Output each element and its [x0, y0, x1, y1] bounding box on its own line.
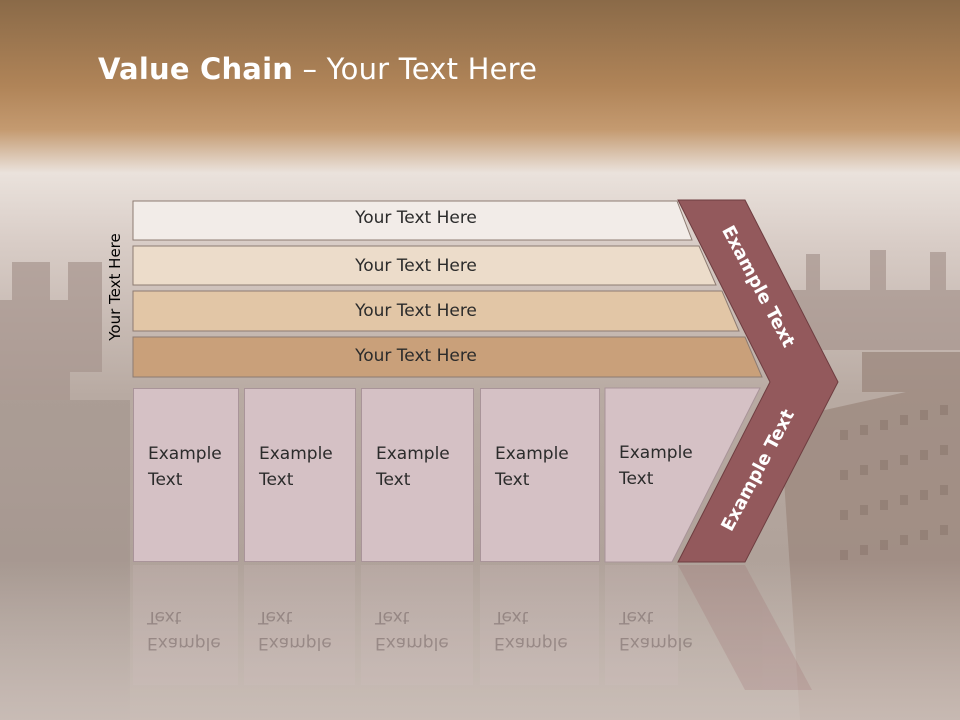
card-5-line2: Text [619, 469, 654, 489]
slide-title: Value Chain – Your Text Here [98, 52, 537, 86]
card-2-reflection-text: Example Text [258, 604, 356, 656]
card-4-refl-line1: Example [494, 633, 568, 653]
card-2-line1: Example [259, 444, 333, 464]
card-5-refl-line2: Text [619, 607, 654, 627]
title-bold-part: Value Chain [98, 52, 294, 86]
card-5-reflection: Example Text [605, 566, 715, 686]
card-4-refl-line2: Text [494, 607, 529, 627]
card-1-line1: Example [148, 444, 222, 464]
card-2-refl-line1: Example [258, 633, 332, 653]
title-rest-part: – Your Text Here [293, 52, 538, 86]
card-3-reflection: Example Text [361, 566, 474, 686]
card-5-refl-line1: Example [619, 633, 693, 653]
card-1-line2: Text [148, 470, 183, 490]
card-3-line1: Example [376, 444, 450, 464]
bar-2-shape [132, 245, 717, 286]
card-2-line2: Text [259, 470, 294, 490]
card-1-refl-line1: Example [147, 633, 221, 653]
card-5-reflection-text: Example Text [619, 604, 715, 656]
card-4-reflection-text: Example Text [494, 604, 594, 656]
bar-3-label: Your Text Here [355, 301, 477, 321]
card-1-reflection-text: Example Text [147, 604, 239, 656]
card-4-reflection: Example Text [480, 566, 600, 686]
card-3-refl-line1: Example [375, 633, 449, 653]
card-2-reflection: Example Text [244, 566, 356, 686]
bar-2-label: Your Text Here [355, 256, 477, 276]
card-3-line2: Text [376, 470, 411, 490]
bar-3-shape [132, 290, 740, 332]
bar-4-shape [132, 336, 763, 378]
bar-1-shape [132, 200, 693, 241]
card-3-refl-line2: Text [375, 607, 410, 627]
card-3-reflection-text: Example Text [375, 604, 474, 656]
bar-1-label: Your Text Here [355, 208, 477, 228]
card-4-line1: Example [495, 444, 569, 464]
card-1-reflection: Example Text [133, 566, 239, 686]
card-5-shape [604, 387, 761, 563]
card-2-refl-line2: Text [258, 607, 293, 627]
bar-4-label: Your Text Here [355, 346, 477, 366]
card-1-refl-line2: Text [147, 607, 182, 627]
card-4-line2: Text [495, 470, 530, 490]
card-5-line1: Example [619, 443, 693, 463]
chevron-arrow-shape [677, 199, 839, 563]
